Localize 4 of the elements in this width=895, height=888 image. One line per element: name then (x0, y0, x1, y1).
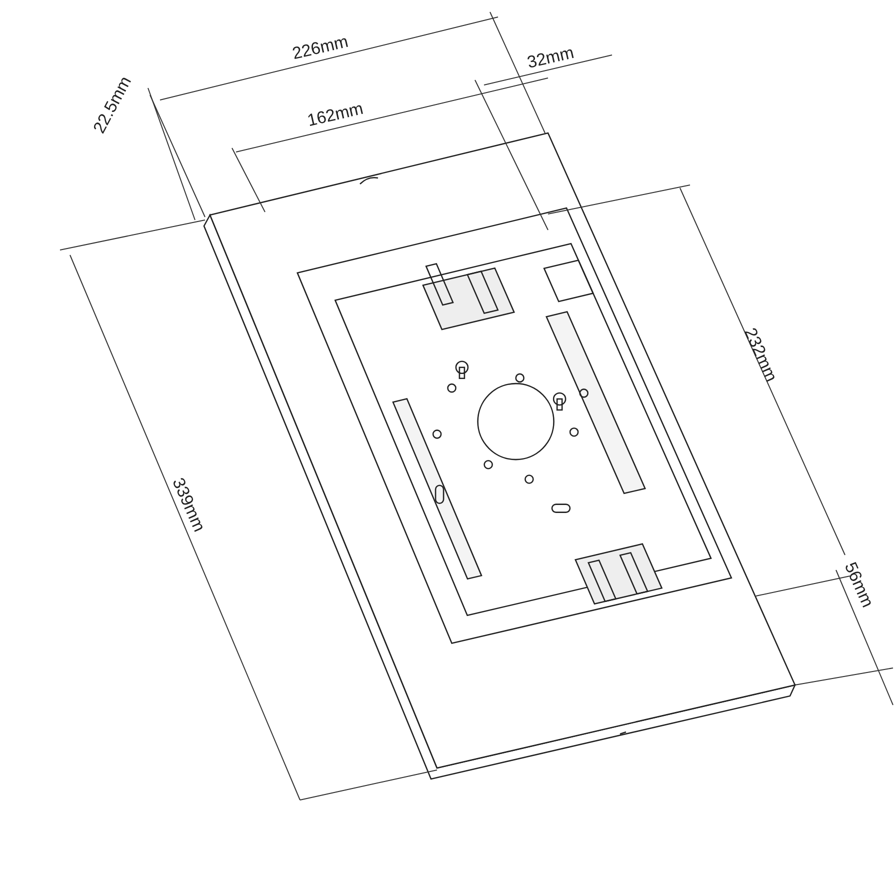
dimension-label: 32mm (524, 42, 576, 74)
dimension-label: 56mm (839, 559, 877, 611)
dimension-label: 226mm (290, 32, 350, 64)
dimension-label: 162mm (304, 98, 365, 132)
